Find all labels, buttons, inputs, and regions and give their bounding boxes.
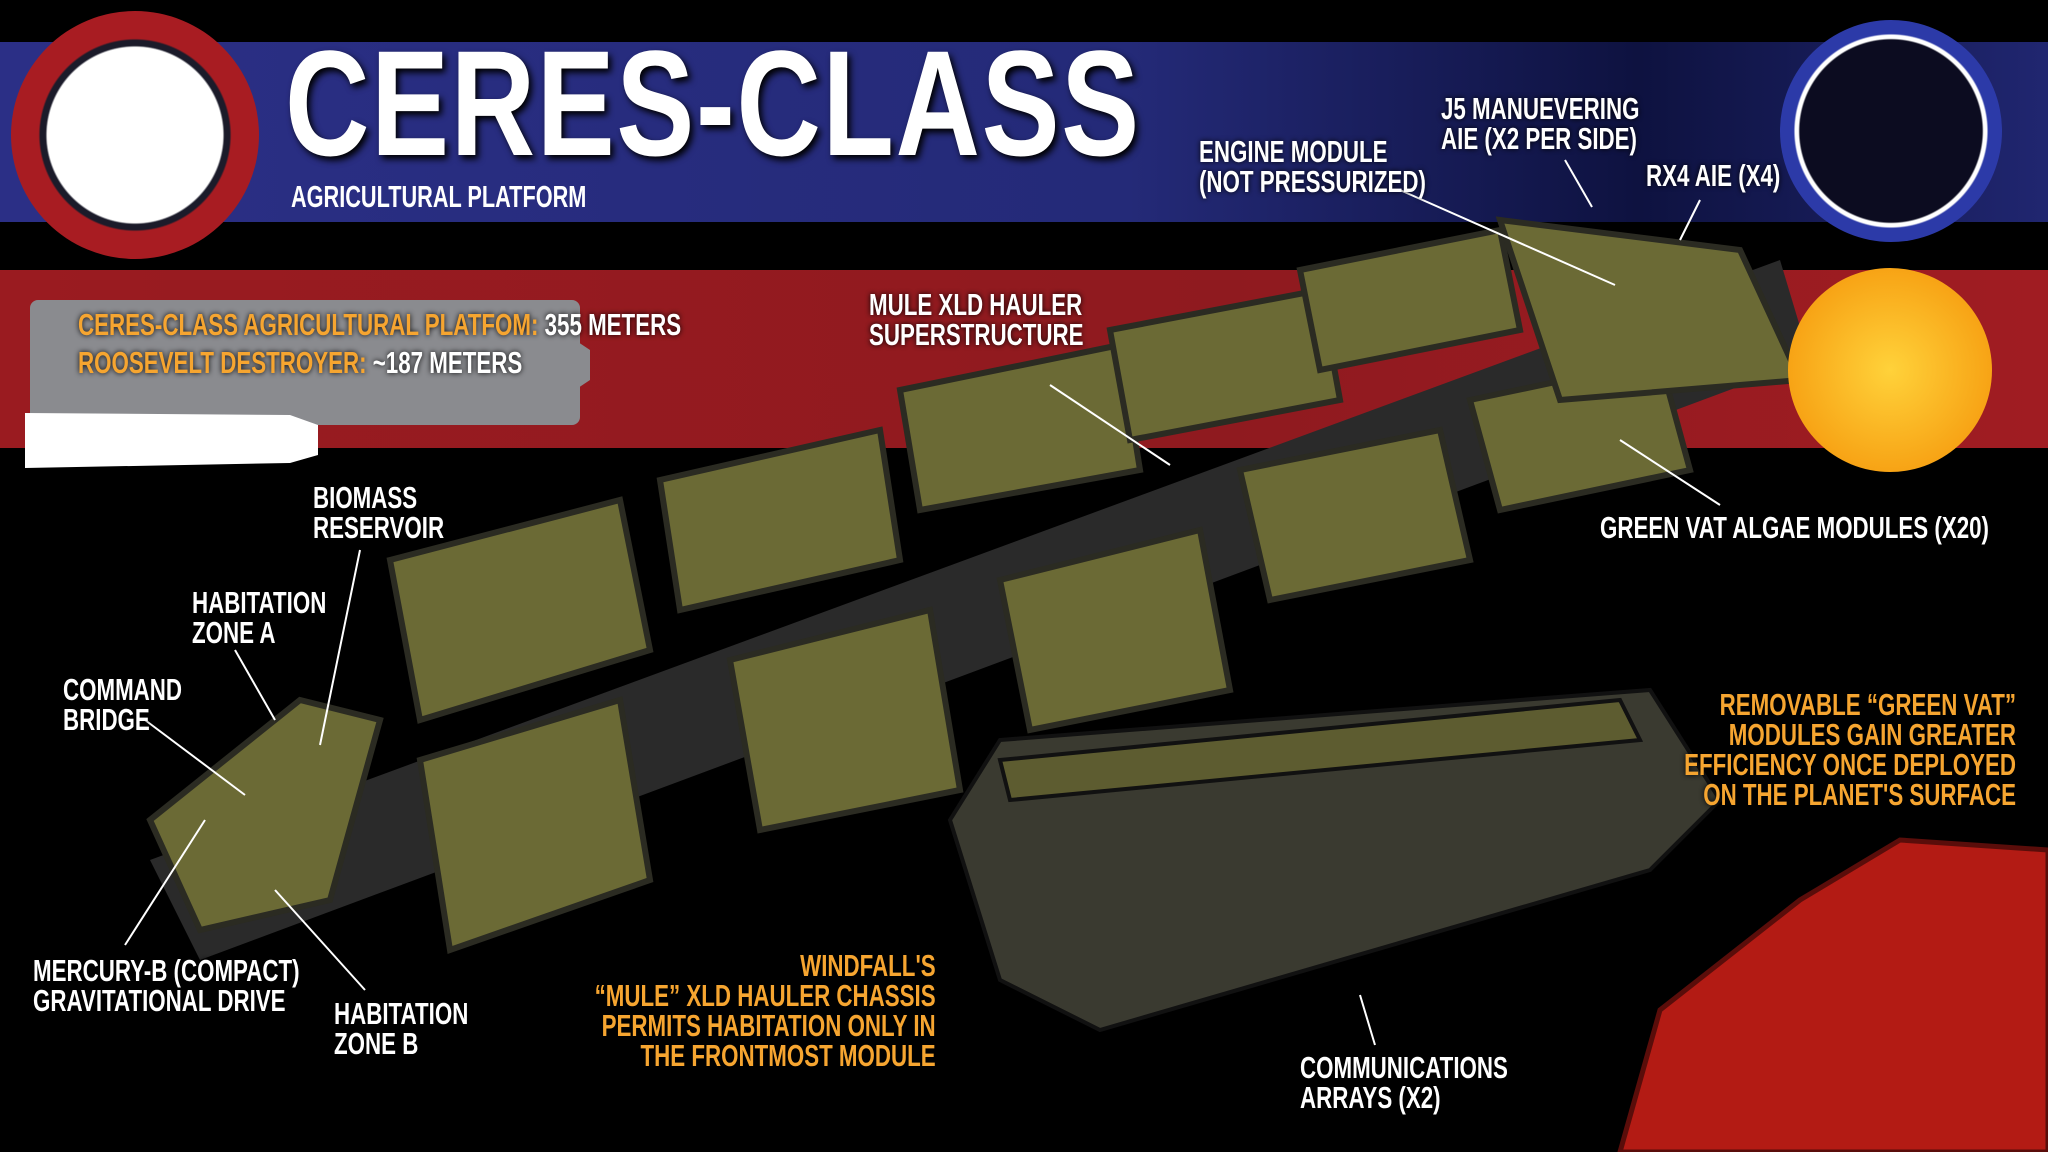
scale-roosevelt: ROOSEVELT DESTROYER: ~187 METERS bbox=[78, 345, 523, 380]
roosevelt-silhouette bbox=[25, 413, 318, 468]
callout-mercury-drive: MERCURY-B (COMPACT)GRAVITATIONAL DRIVE bbox=[33, 953, 300, 1018]
outbound-hope-seal bbox=[1780, 20, 2002, 242]
ceres-ship bbox=[146, 216, 2048, 1152]
scale-ceres: CERES-CLASS AGRICULTURAL PLATFOM: 355 ME… bbox=[78, 307, 682, 342]
leader-lines bbox=[124, 159, 1721, 1046]
header-band bbox=[0, 42, 2048, 222]
green-vat-module-red bbox=[1617, 837, 2048, 1152]
scale-ceres-label: CERES-CLASS AGRICULTURAL PLATFOM: bbox=[78, 307, 539, 342]
department-colonial-affairs-seal bbox=[11, 11, 259, 259]
page-title: CERES-CLASS bbox=[285, 19, 1141, 187]
wheat-icon bbox=[1788, 268, 1992, 472]
note-removable: REMOVABLE “GREEN VAT”MODULES GAIN GREATE… bbox=[1684, 687, 2016, 812]
scale-roosevelt-value: ~187 METERS bbox=[372, 345, 523, 380]
ceres-silhouette bbox=[30, 300, 590, 425]
callout-green-vat: GREEN VAT ALGAE MODULES (X20) bbox=[1600, 510, 1989, 545]
callout-rx4: RX4 AIE (X4) bbox=[1646, 158, 1781, 193]
page-subtitle: AGRICULTURAL PLATFORM bbox=[291, 179, 587, 214]
scale-ceres-value: 355 METERS bbox=[544, 307, 682, 342]
scale-roosevelt-label: ROOSEVELT DESTROYER: bbox=[78, 345, 367, 380]
callout-engine-module: ENGINE MODULE(NOT PRESSURIZED) bbox=[1199, 134, 1426, 199]
